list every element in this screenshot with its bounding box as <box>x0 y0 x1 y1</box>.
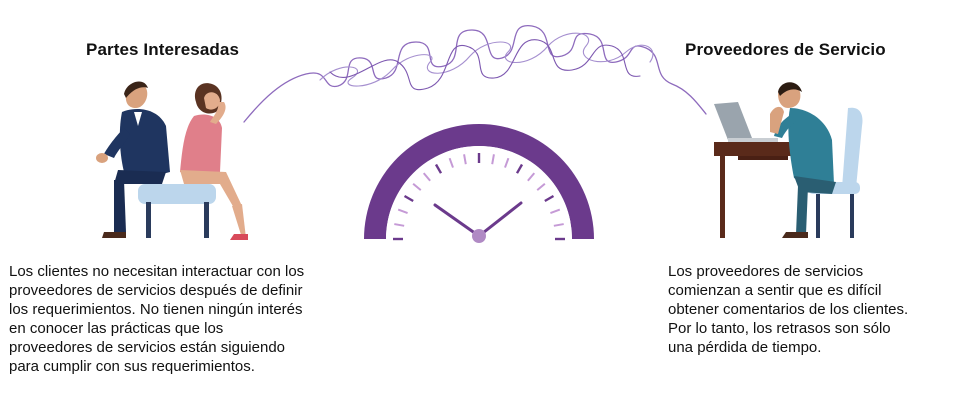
description-line: proveedores de servicios después de defi… <box>9 282 303 299</box>
gauge-tick <box>403 194 414 203</box>
gauge-tick <box>527 172 536 182</box>
laptop <box>714 102 752 140</box>
gauge-tick <box>422 172 431 182</box>
providers-illustration <box>714 82 863 238</box>
description-line: obtener comentarios de los clientes. <box>668 301 909 318</box>
chair <box>842 107 863 188</box>
description-line: Los proveedores de servicios <box>668 263 864 280</box>
stakeholders-description: Los clientes no necesitan interactuar co… <box>9 262 359 376</box>
description-line: para cumplir con sus requerimientos. <box>9 358 255 375</box>
stakeholders-illustration <box>96 81 248 240</box>
providers-title: Proveedores de Servicio <box>685 40 886 59</box>
bench <box>138 184 216 204</box>
description-line: una pérdida de tiempo. <box>668 339 822 356</box>
gauge-tick <box>394 223 405 227</box>
providers-description: Los proveedores de servicios comienzan a… <box>668 262 953 357</box>
gauge-needle <box>433 203 481 238</box>
gauge-tick <box>448 157 454 168</box>
gauge-pivot <box>472 229 486 243</box>
provider-man-figure <box>770 82 836 238</box>
gauge-tick <box>491 154 495 165</box>
gauge-needle <box>477 201 523 238</box>
description-line: comienzan a sentir que es difícil <box>668 282 882 299</box>
gauge <box>364 124 594 243</box>
gauge-tick <box>412 182 422 191</box>
description-line: proveedores de servicios están siguiendo <box>9 339 285 356</box>
gauge-tick <box>515 163 524 174</box>
gauge-tick <box>553 223 564 227</box>
woman-figure <box>180 83 248 240</box>
stakeholders-title: Partes Interesadas <box>86 40 239 59</box>
gauge-tick <box>544 194 555 203</box>
desk <box>714 142 812 156</box>
gauge-tick <box>550 208 561 214</box>
gauge-tick <box>397 208 408 214</box>
description-line: los requerimientos. No tienen ningún int… <box>9 301 303 318</box>
man-figure <box>96 81 170 238</box>
description-line: Los clientes no necesitan interactuar co… <box>9 263 305 280</box>
gauge-tick <box>504 157 510 168</box>
gauge-ticks <box>393 153 565 241</box>
gauge-tick <box>463 154 467 165</box>
description-line: Por lo tanto, los retrasos son sólo <box>668 320 891 337</box>
gauge-tick <box>536 182 546 191</box>
description-line: en conocer las prácticas que los <box>9 320 224 337</box>
gauge-tick <box>434 163 443 174</box>
